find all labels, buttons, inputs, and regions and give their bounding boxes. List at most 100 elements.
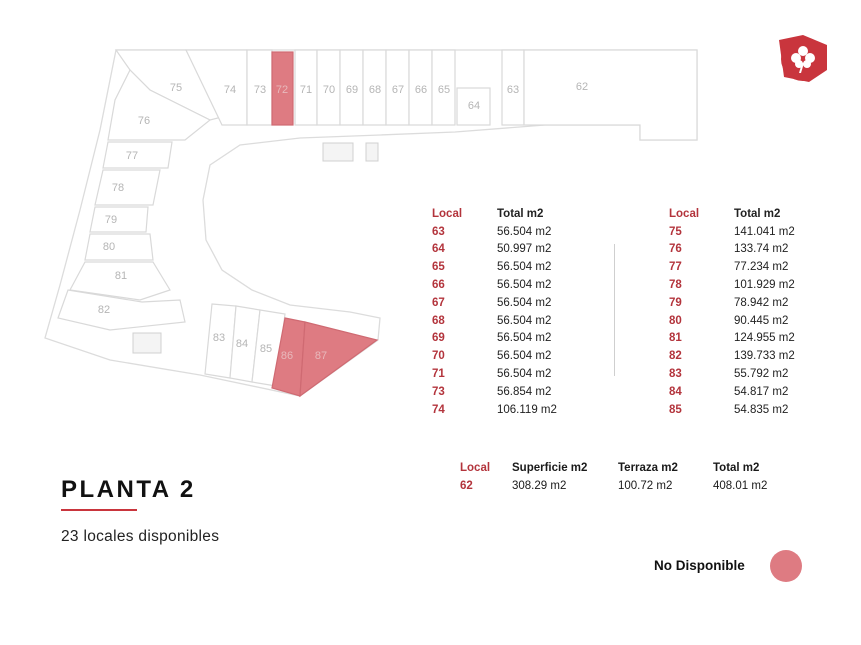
cell-total: 124.955 m2: [734, 332, 795, 345]
cell-local: 82: [669, 350, 682, 363]
unit-83[interactable]: 83: [204, 303, 237, 379]
unit-80[interactable]: 80: [84, 233, 154, 261]
brand-logo: [779, 35, 827, 82]
svg-text:80: 80: [103, 241, 115, 253]
table-row: 75 141.041 m2: [669, 223, 795, 241]
svg-text:65: 65: [438, 84, 450, 96]
unit-62[interactable]: 62: [523, 49, 698, 141]
cell-total: 50.997 m2: [497, 243, 552, 256]
cell-total: 56.504 m2: [497, 225, 552, 238]
unit-68[interactable]: 68: [362, 49, 387, 126]
unit-69[interactable]: 69: [339, 49, 364, 126]
table-header: Local Total m2: [432, 205, 557, 223]
svg-text:75: 75: [170, 82, 182, 94]
svg-text:70: 70: [323, 84, 335, 96]
unit-79[interactable]: 79: [89, 206, 149, 233]
svg-text:62: 62: [576, 81, 588, 93]
svg-text:76: 76: [138, 115, 150, 127]
cell-total: 133.74 m2: [734, 243, 789, 256]
cell-local: 67: [432, 296, 445, 309]
unit-64[interactable]: 64: [456, 87, 491, 126]
table-row: 76 133.74 m2: [669, 241, 795, 259]
svg-text:71: 71: [300, 84, 312, 96]
table-row: 82 139.733 m2: [669, 347, 795, 365]
svg-text:77: 77: [126, 150, 138, 162]
area-table-62: Local Superficie m2 Terraza m2 Total m2 …: [460, 459, 793, 495]
cell-total: 78.942 m2: [734, 296, 789, 309]
unit-70[interactable]: 70: [316, 49, 341, 126]
table-row: 71 56.504 m2: [432, 365, 557, 383]
cell-local: 66: [432, 279, 445, 292]
svg-text:78: 78: [112, 182, 124, 194]
cell-local: 65: [432, 261, 445, 274]
unit-65[interactable]: 65: [431, 49, 456, 126]
table-row: 62 308.29 m2 100.72 m2 408.01 m2: [460, 477, 793, 495]
svg-text:74: 74: [224, 84, 236, 96]
cell-local: 63: [432, 225, 445, 238]
cell-total: 141.041 m2: [734, 225, 795, 238]
cell-total: 139.733 m2: [734, 350, 795, 363]
svg-text:85: 85: [260, 343, 272, 355]
table-header: Local Superficie m2 Terraza m2 Total m2: [460, 459, 793, 477]
cell-total: 56.504 m2: [497, 314, 552, 327]
svg-text:81: 81: [115, 270, 127, 282]
unit-71[interactable]: 71: [294, 49, 318, 126]
cell-local: 74: [432, 403, 445, 416]
cell-total: 55.792 m2: [734, 368, 789, 381]
unit-66[interactable]: 66: [408, 49, 433, 126]
page-subtitle: 23 locales disponibles: [61, 528, 220, 545]
table-row: 63 56.504 m2: [432, 223, 557, 241]
stairs-left: [132, 332, 162, 354]
cell-local: 71: [432, 368, 445, 381]
svg-text:87: 87: [315, 350, 327, 362]
unit-73[interactable]: 73: [246, 49, 273, 126]
unit-63[interactable]: 63: [501, 49, 525, 126]
table-divider: [614, 244, 615, 376]
cell-total: 90.445 m2: [734, 314, 789, 327]
unit-72[interactable]: 72: [271, 51, 294, 126]
unit-87[interactable]: 87: [299, 321, 379, 398]
cell-total: 56.504 m2: [497, 368, 552, 381]
unit-81[interactable]: 81: [69, 261, 171, 301]
cell-local: 80: [669, 314, 682, 327]
cell-local: 69: [432, 332, 445, 345]
clover-leaf-icon: [779, 35, 827, 82]
cell-total: 54.817 m2: [734, 385, 789, 398]
header-local: Local: [432, 207, 463, 220]
svg-text:72: 72: [276, 84, 288, 96]
cell-total: 56.504 m2: [497, 332, 552, 345]
svg-text:69: 69: [346, 84, 358, 96]
svg-text:64: 64: [468, 100, 480, 112]
unit-78[interactable]: 78: [94, 169, 161, 206]
unit-67[interactable]: 67: [385, 49, 410, 126]
svg-text:86: 86: [281, 350, 293, 362]
cell-local: 68: [432, 314, 445, 327]
cell-total: 54.835 m2: [734, 403, 789, 416]
svg-text:73: 73: [254, 84, 266, 96]
cell-local: 81: [669, 332, 682, 345]
svg-text:82: 82: [98, 304, 110, 316]
unit-82[interactable]: 82: [57, 289, 186, 331]
legend-label: No Disponible: [654, 558, 745, 573]
unit-76[interactable]: 76: [107, 68, 212, 141]
unit-77[interactable]: 77: [102, 141, 173, 169]
cell-local: 76: [669, 243, 682, 256]
table-row: 69 56.504 m2: [432, 330, 557, 348]
cell-total: 56.504 m2: [497, 296, 552, 309]
cell-local: 62: [460, 480, 473, 492]
header-terraza: Terraza m2: [618, 462, 678, 474]
svg-text:84: 84: [236, 338, 248, 350]
header-local: Local: [669, 207, 700, 220]
table-row: 67 56.504 m2: [432, 294, 557, 312]
unit-74[interactable]: 74: [185, 49, 248, 126]
cell-local: 75: [669, 225, 682, 238]
